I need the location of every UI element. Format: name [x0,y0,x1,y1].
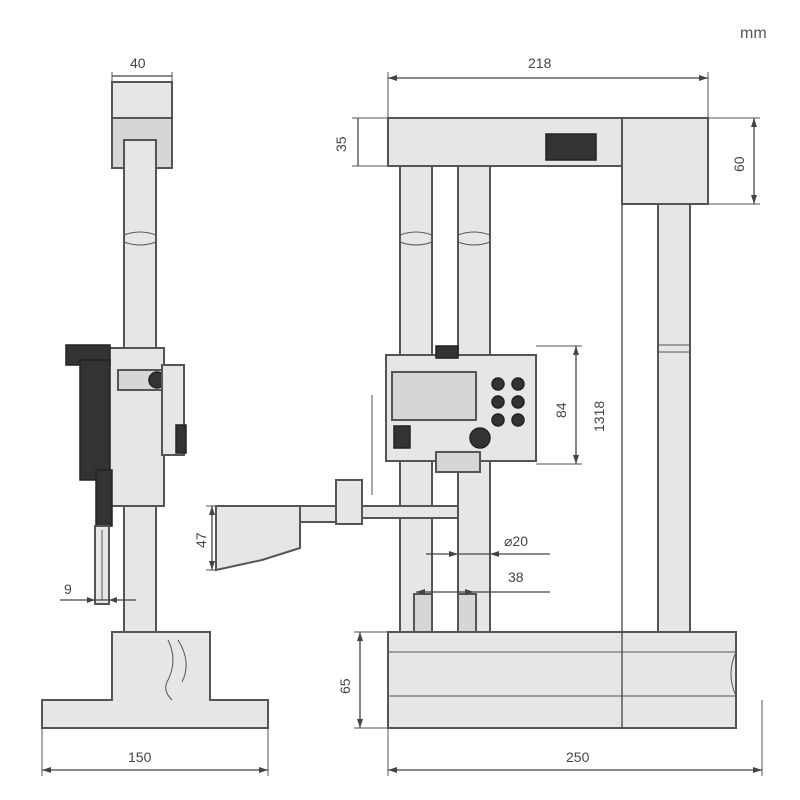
dim-front-right-drop: 60 [731,156,747,172]
dim-side-top-width: 40 [130,55,146,71]
display-top-tab [435,345,459,359]
probe-bar [361,505,459,519]
dim-front-overall-width: 218 [528,55,552,71]
front-foot-right [457,593,477,633]
dim-front-top-height: 35 [333,136,349,152]
dim-side-base-width: 150 [128,749,152,765]
dim-front-display-height: 84 [553,402,569,418]
side-probe-holder [95,469,113,527]
probe-arm [215,505,301,572]
dim-front-base-width: 250 [566,749,590,765]
side-base-notch [165,639,187,701]
display-knob [469,427,491,449]
probe-arm-link [299,505,337,523]
dim-side-offset: 9 [64,581,72,597]
side-column-break [123,231,157,246]
front-base-notch [730,651,737,697]
front-right-rod [657,203,691,633]
dim-front-column-diameter: ⌀20 [504,533,528,549]
display-screen [391,371,477,421]
probe-clamp [335,479,363,525]
display-switch [393,425,411,449]
side-top-cap [111,81,173,123]
front-top-badge [545,133,597,161]
display-keypad [491,377,525,427]
dim-front-base-height: 65 [337,678,353,694]
dim-front-total-height: 1318 [591,401,607,432]
dim-front-probe-height: 47 [193,532,209,548]
side-clamp-body [79,359,111,481]
display-foot [435,451,481,473]
unit-label: mm [740,25,767,42]
side-base [41,631,269,729]
side-display-tab [175,424,187,454]
front-base [387,631,737,729]
front-column-breaks [399,231,491,246]
front-view: 218 35 60 84 1318 65 47 [193,55,763,776]
front-foot-left [413,593,433,633]
dim-front-column-spacing: 38 [508,569,524,585]
front-right-block [621,117,709,205]
side-view: 40 9 150 [41,55,269,776]
